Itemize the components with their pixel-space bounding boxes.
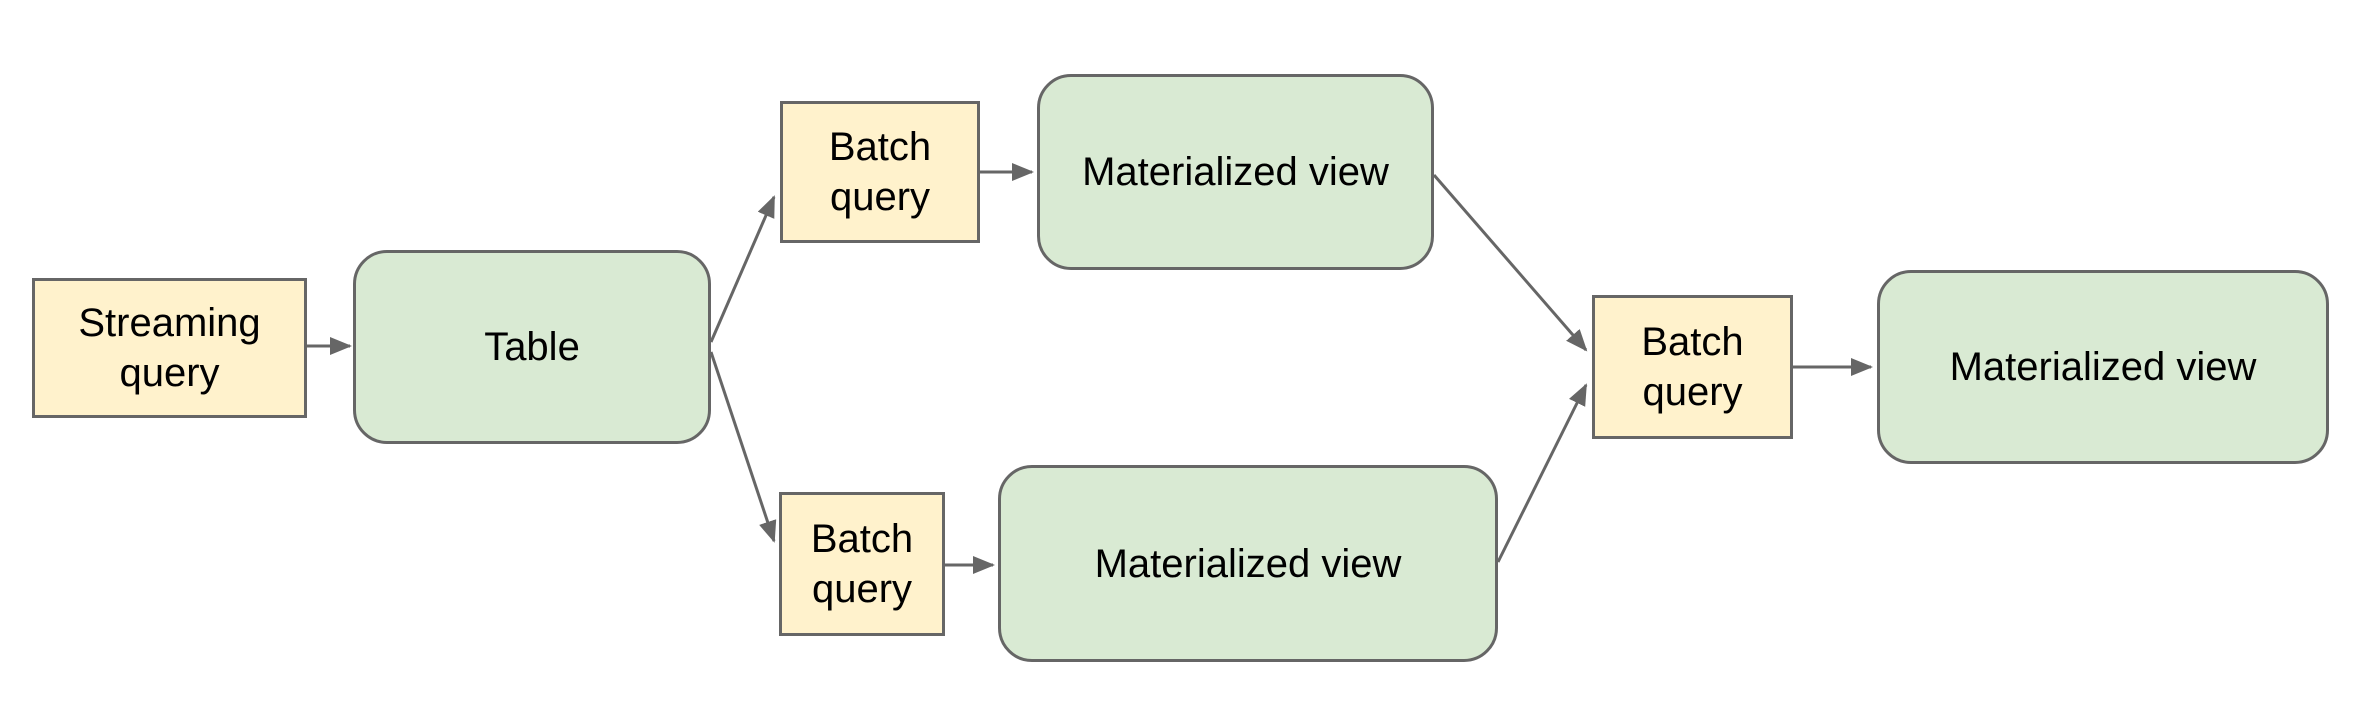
node-materialized-view-final-label: Materialized view xyxy=(1949,345,2257,389)
node-streaming-query: Streaming query xyxy=(32,278,307,418)
node-table-label: Table xyxy=(484,325,580,369)
edge-table-to-batch-query-bottom xyxy=(709,351,777,543)
node-batch-query-final: Batch query xyxy=(1592,295,1793,439)
node-batch-query-bottom-label: Batch query xyxy=(810,517,914,611)
node-batch-query-top: Batch query xyxy=(780,101,980,243)
node-table: Table xyxy=(353,250,711,444)
node-batch-query-top-label: Batch query xyxy=(828,125,932,219)
edge-table-to-batch-query-top xyxy=(709,195,776,343)
node-materialized-view-top-label: Materialized view xyxy=(1082,150,1389,194)
node-materialized-view-final: Materialized view xyxy=(1877,270,2329,464)
node-streaming-query-label: Streaming query xyxy=(78,301,261,395)
node-materialized-view-bottom: Materialized view xyxy=(998,465,1498,662)
node-materialized-view-top: Materialized view xyxy=(1037,74,1434,270)
node-batch-query-final-label: Batch query xyxy=(1641,320,1744,414)
node-batch-query-bottom: Batch query xyxy=(779,492,945,636)
edge-materialized-view-top-to-batch-query-final xyxy=(1432,174,1588,352)
edge-materialized-view-bottom-to-batch-query-final xyxy=(1496,383,1588,563)
node-materialized-view-bottom-label: Materialized view xyxy=(1094,541,1402,586)
